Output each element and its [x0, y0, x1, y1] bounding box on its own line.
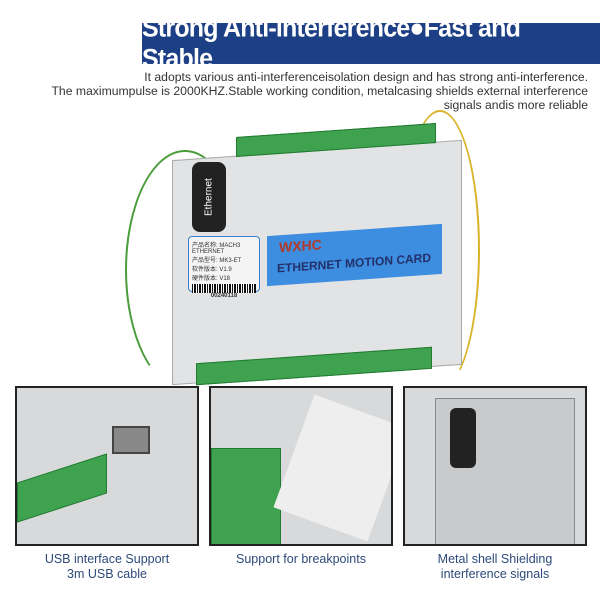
label-line: 硬件版本: V18	[192, 276, 231, 282]
headline: Strong Anti-interference●Fast and Stable	[142, 13, 521, 73]
breakpoints-detail-image	[209, 386, 393, 546]
label-line: 产品名称: MACH3 ETHERNET	[192, 243, 241, 255]
brand-logo: WXHC	[279, 236, 322, 256]
ethernet-jack	[112, 426, 150, 454]
caption-line: 3m USB cable	[67, 567, 147, 581]
barcode	[192, 284, 256, 293]
description-line: It adopts various anti-interferenceisola…	[144, 70, 588, 84]
headline-banner: Strong Anti-interference●Fast and Stable	[142, 13, 600, 73]
metal-shell-detail-image	[403, 386, 587, 546]
serial-number: 00240118	[210, 293, 238, 299]
label-line: 产品型号: MK3-ET	[192, 258, 242, 264]
ethernet-port-label: Ethernet	[192, 162, 226, 232]
label-line: 软件版本: V1.9	[192, 267, 232, 273]
card-title: ETHERNET MOTION CARD	[277, 250, 431, 276]
caption-line: Support for breakpoints	[236, 552, 366, 566]
usb-detail-image	[15, 386, 199, 546]
ground-wire	[400, 110, 480, 390]
terminal-block	[211, 448, 281, 544]
description-line: The maximumpulse is 2000KHZ.Stable worki…	[51, 84, 588, 98]
ground-wire	[125, 150, 245, 390]
caption-line: USB interface Support	[44, 552, 170, 566]
caption-line: Metal shell Shielding	[437, 552, 553, 566]
metal-shell	[435, 398, 575, 544]
description: It adopts various anti-interferenceisola…	[28, 70, 588, 112]
caption-line: interference signals	[440, 567, 550, 581]
product-label: 产品名称: MACH3 ETHERNET 产品型号: MK3-ET 软件版本: …	[188, 236, 260, 299]
feature-caption-breakpoints: Support for breakpoints	[206, 552, 396, 567]
axis-labels	[273, 394, 391, 542]
port-badge	[450, 408, 476, 468]
description-line: signals andis more reliable	[443, 98, 588, 112]
terminal-block	[17, 453, 107, 523]
